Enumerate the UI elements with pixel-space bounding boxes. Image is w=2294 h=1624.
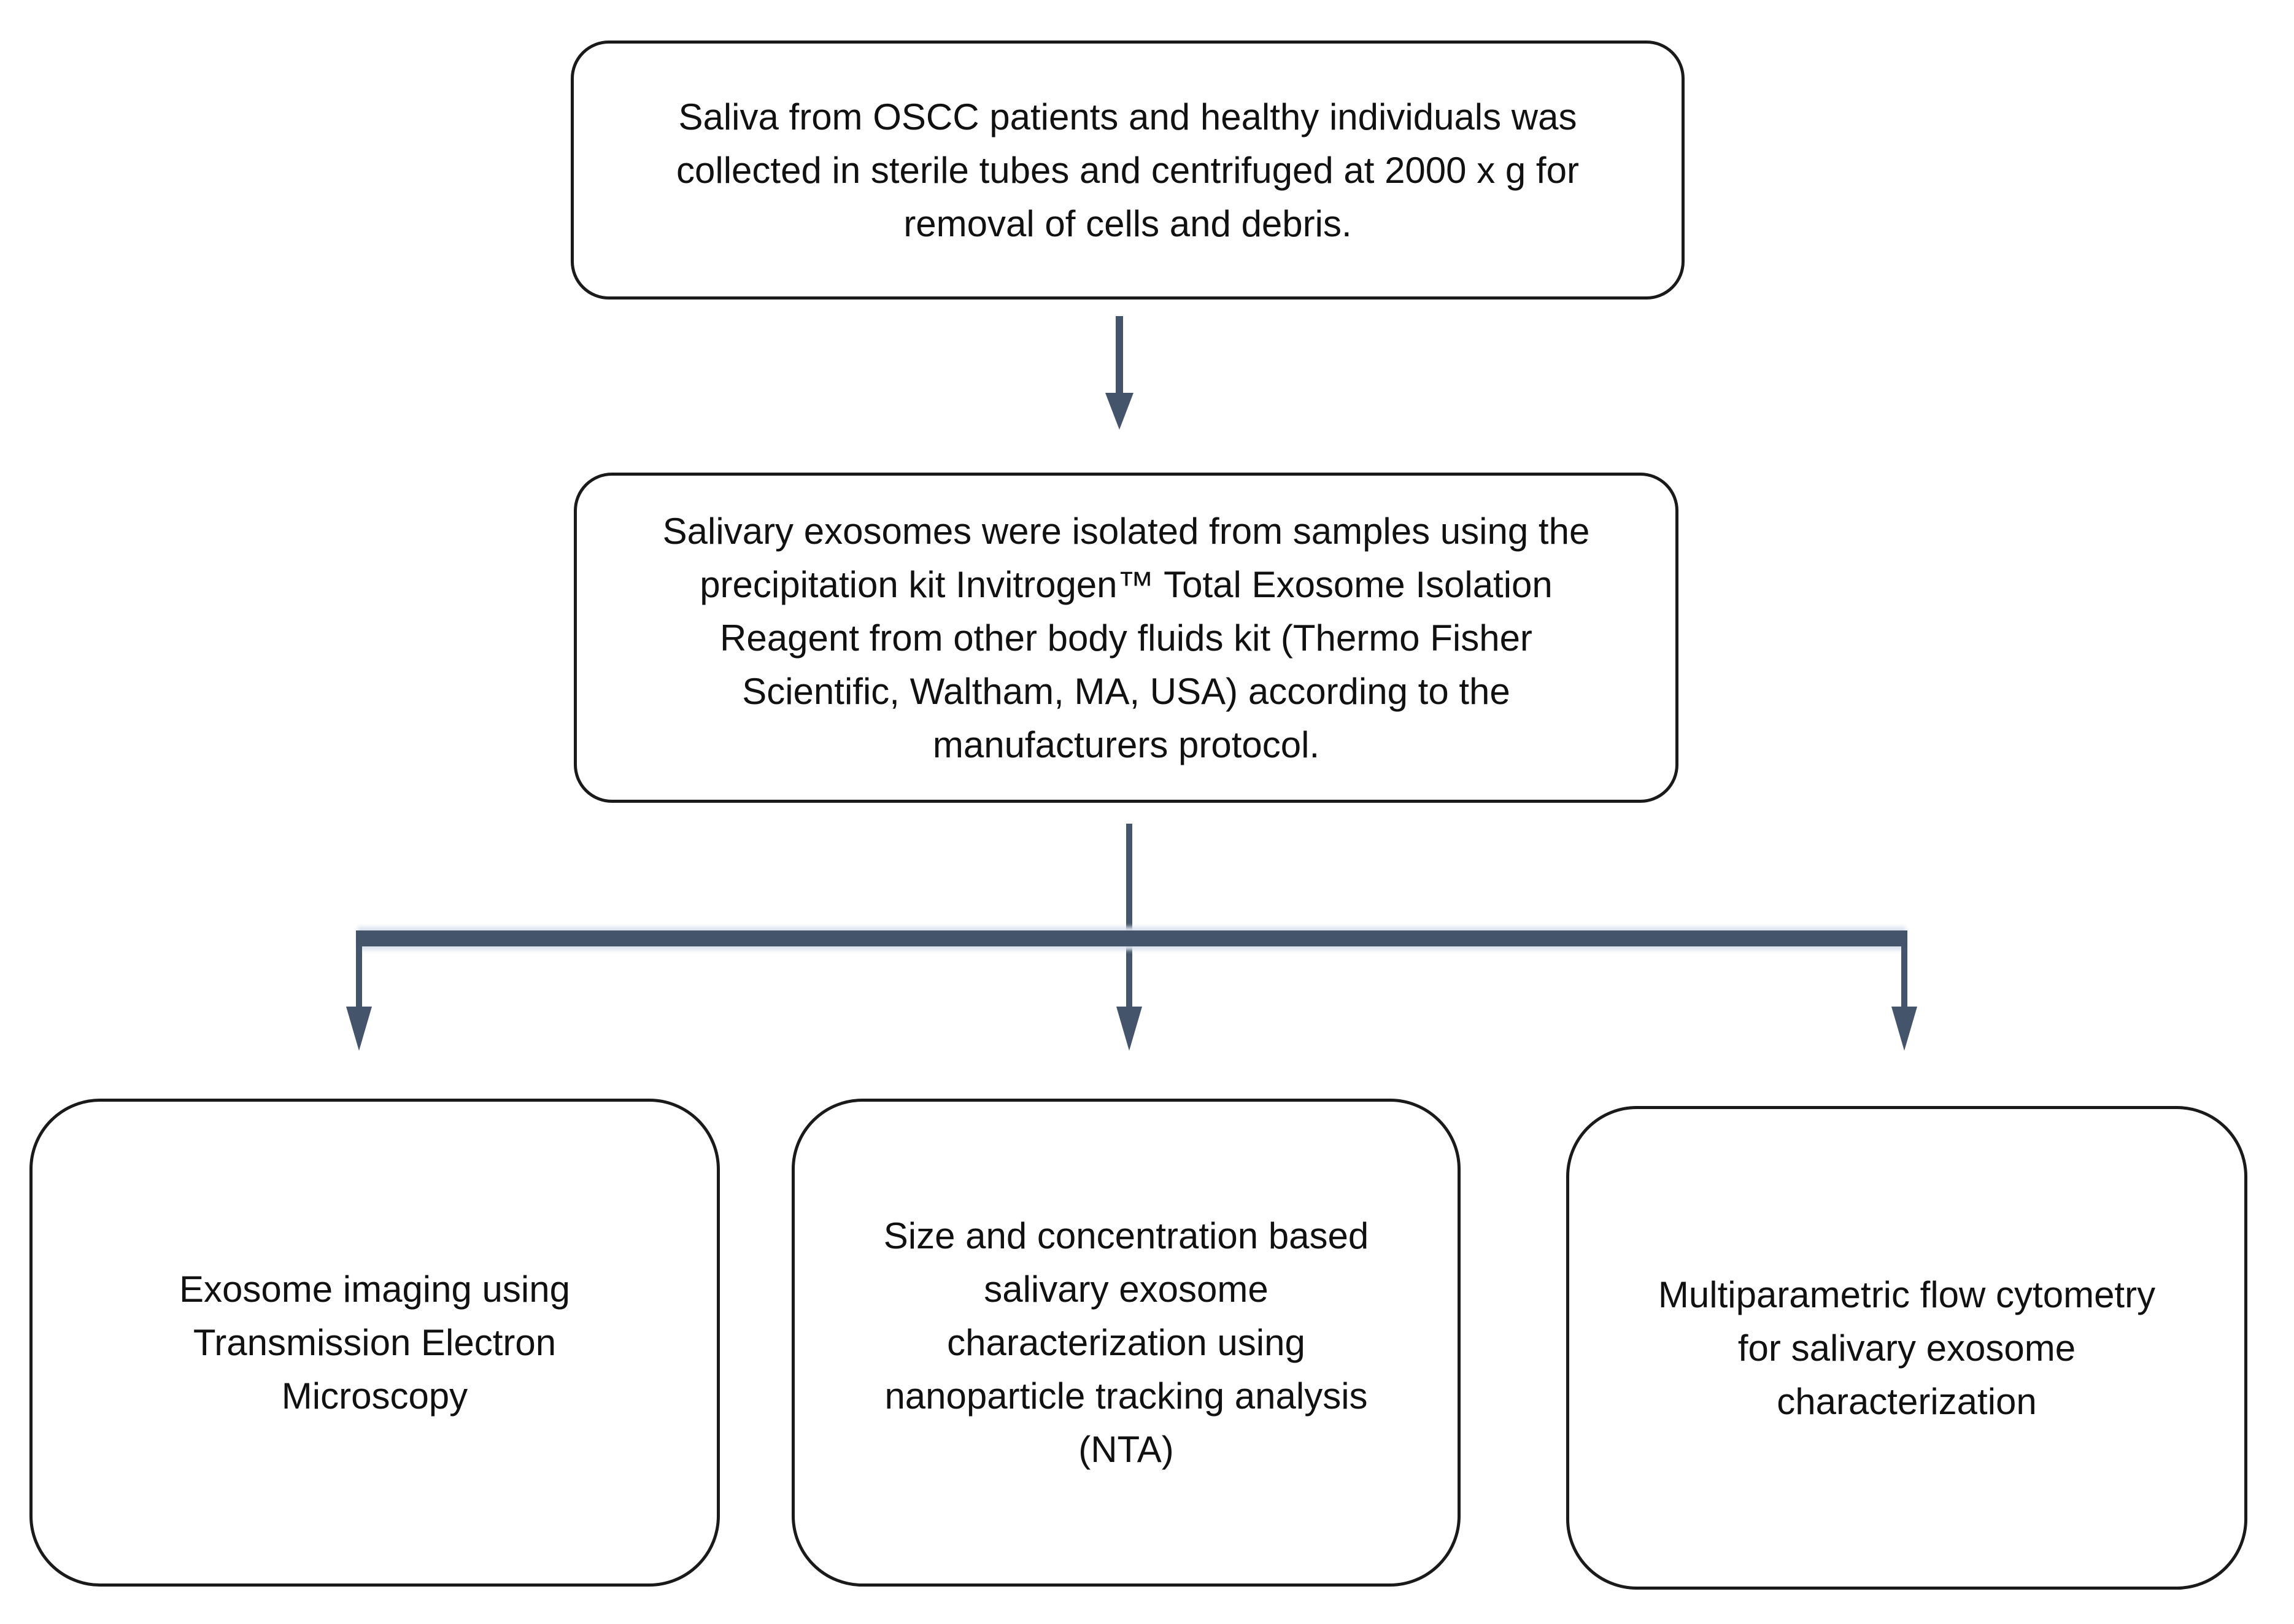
flow-node-nta-characterization-text: Size and concentration based salivary ex… — [883, 1215, 1369, 1470]
flow-node-tem-imaging: Exosome imaging using Transmission Elect… — [29, 1099, 720, 1587]
arrow-down-head-left-branch — [346, 1007, 372, 1051]
arrow-down-head-top-to-middle — [1105, 393, 1133, 430]
flow-node-tem-imaging-text: Exosome imaging using Transmission Elect… — [179, 1269, 570, 1417]
branch-connector-horizontal-bar — [356, 930, 1907, 946]
flow-node-saliva-collection-text: Saliva from OSCC patients and healthy in… — [676, 96, 1579, 244]
flow-node-exosome-isolation-text: Salivary exosomes were isolated from sam… — [662, 510, 1590, 765]
branch-connector-left-leg — [356, 938, 362, 1007]
branch-connector-stem — [1126, 824, 1132, 1007]
arrow-down-stem-top-to-middle — [1116, 316, 1123, 395]
branch-connector-right-leg — [1901, 938, 1907, 1007]
flow-node-saliva-collection: Saliva from OSCC patients and healthy in… — [571, 41, 1685, 300]
flow-node-nta-characterization: Size and concentration based salivary ex… — [792, 1099, 1461, 1587]
arrow-down-head-center-branch — [1116, 1007, 1142, 1051]
flow-node-flow-cytometry-text: Multiparametric flow cytometry for saliv… — [1658, 1274, 2156, 1422]
arrow-down-head-right-branch — [1891, 1007, 1917, 1051]
flow-node-exosome-isolation: Salivary exosomes were isolated from sam… — [574, 473, 1678, 803]
flow-node-flow-cytometry: Multiparametric flow cytometry for saliv… — [1566, 1106, 2247, 1590]
